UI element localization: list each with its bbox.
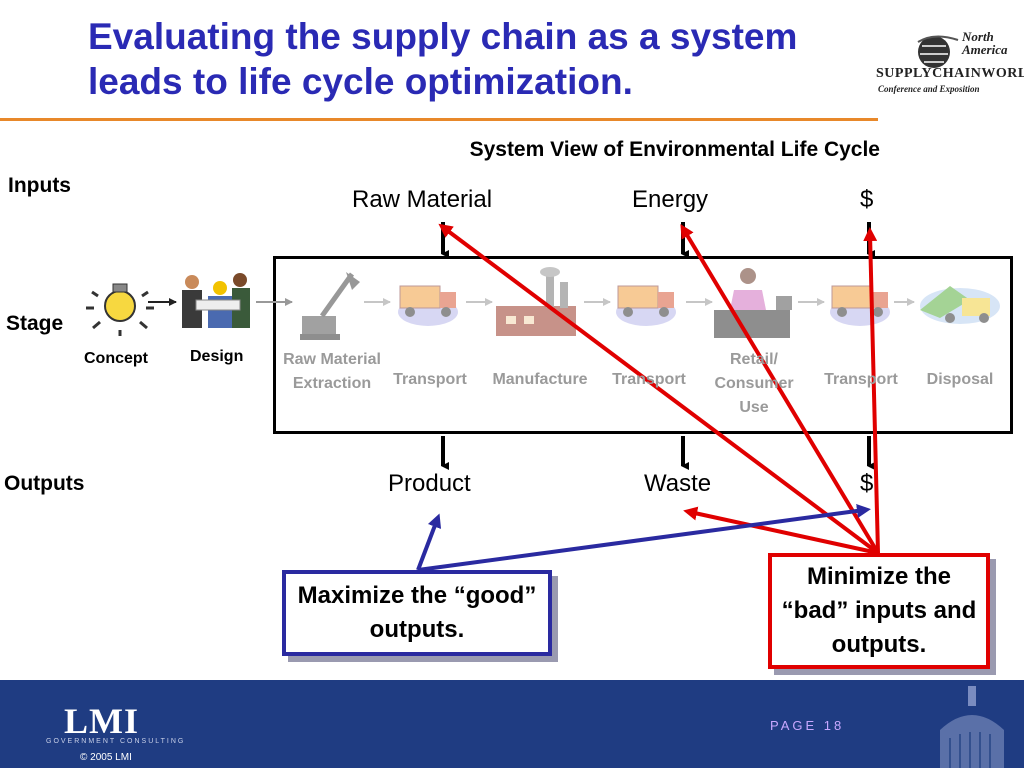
bad-io-callout: Minimize the “bad” inputs and outputs. <box>768 553 990 669</box>
supply-chain-world-logo: North America SUPPLYCHAINWORLD Conferenc… <box>872 29 1024 100</box>
stage-label-design: Design <box>190 348 244 365</box>
truck-icon <box>398 285 458 326</box>
output-money: $ <box>860 470 874 497</box>
stage-label-disposal: Disposal <box>926 371 994 388</box>
bad-arrows <box>438 223 880 555</box>
output-product: Product <box>388 470 471 497</box>
row-label-outputs: Outputs <box>4 472 85 495</box>
truck-icon-3 <box>830 285 890 326</box>
capitol-dome-icon <box>900 680 1024 768</box>
good-arrows <box>416 503 871 572</box>
lmi-logo: LMI <box>64 701 139 741</box>
globe-icon <box>917 35 959 68</box>
stage-label-concept: Concept <box>84 350 148 367</box>
logo-sub: Conference and Exposition <box>878 84 980 94</box>
copyright-text: © 2005 LMI <box>80 752 132 763</box>
stage-label-raw-material-extraction: Raw Material Extraction <box>283 351 381 392</box>
title-rule <box>0 118 878 121</box>
logo-brand: SUPPLYCHAINWORLD <box>876 66 1024 81</box>
input-arrows <box>441 222 875 258</box>
bad-io-text: Minimize the “bad” inputs and outputs. <box>781 563 977 658</box>
lmi-logo-subtitle: GOVERNMENT CONSULTING <box>46 738 186 745</box>
logo-line2: America <box>962 42 1008 57</box>
row-label-stage: Stage <box>6 312 64 335</box>
input-raw-material: Raw Material <box>352 186 493 213</box>
output-arrows <box>441 436 875 470</box>
cashier-icon <box>714 268 792 338</box>
input-money: $ <box>860 186 874 213</box>
good-outputs-text: Maximize the “good” outputs. <box>297 582 537 643</box>
dump-truck-icon <box>920 286 1000 324</box>
output-waste: Waste <box>644 470 712 497</box>
logo-line1: North <box>962 29 994 44</box>
factory-icon <box>496 267 576 336</box>
row-label-inputs: Inputs <box>8 174 71 197</box>
stage-label-retail-consumer-use: Retail/ Consumer Use <box>714 351 794 416</box>
design-team-icon <box>182 273 250 328</box>
good-outputs-callout: Maximize the “good” outputs. <box>282 570 552 656</box>
input-energy: Energy <box>632 186 709 213</box>
slide-title: Evaluating the supply chain as a system … <box>88 16 798 102</box>
life-cycle-frame <box>273 256 1013 434</box>
footer-bar <box>0 680 1024 768</box>
stage-label-transport-1: Transport <box>393 371 467 388</box>
truck-icon-2 <box>616 285 676 326</box>
stage-label-transport-2: Transport <box>612 371 686 388</box>
excavator-icon <box>300 272 360 340</box>
diagram-title: System View of Environmental Life Cycle <box>469 138 880 161</box>
stage-label-manufacture: Manufacture <box>492 371 588 388</box>
stage-label-transport-3: Transport <box>824 371 898 388</box>
page-number: PAGE 18 <box>770 718 845 733</box>
lightbulb-icon <box>86 283 154 336</box>
